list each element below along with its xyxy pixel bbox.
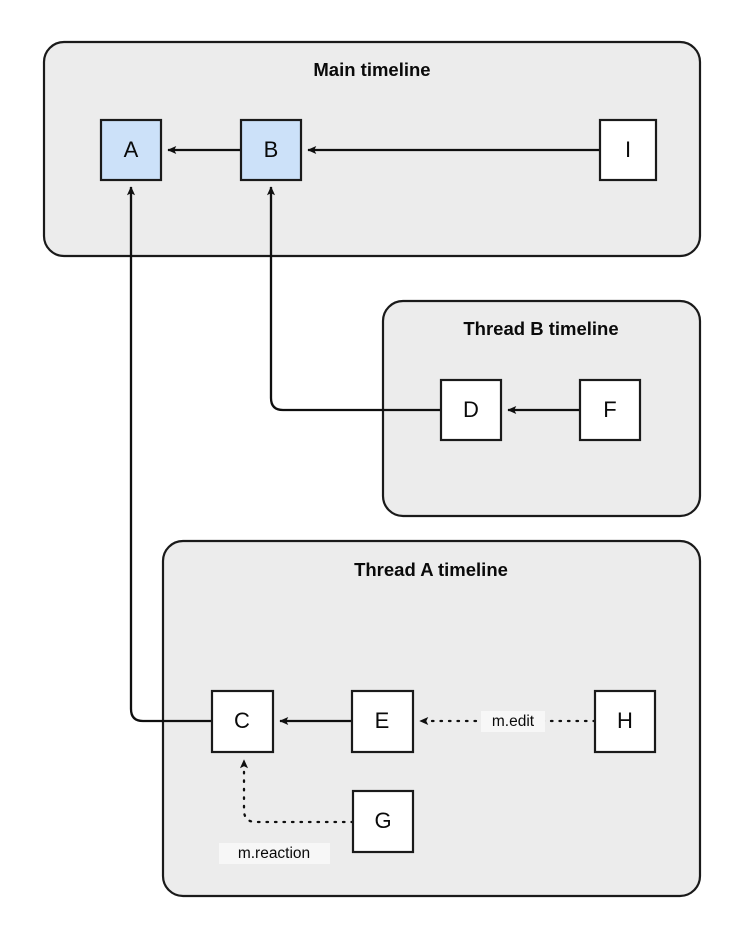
node-f-label: F xyxy=(603,397,616,422)
node-a-label: A xyxy=(124,137,139,162)
node-i-box[interactable] xyxy=(598,118,658,182)
edge-label-m-edit: m.edit xyxy=(481,711,545,732)
node-b[interactable]: B xyxy=(239,118,303,182)
node-d-box[interactable] xyxy=(439,378,503,442)
node-d[interactable]: D xyxy=(439,378,503,442)
node-e-box[interactable] xyxy=(350,689,415,754)
node-h-label: H xyxy=(617,708,633,733)
node-b-box[interactable] xyxy=(239,118,303,182)
node-b-label: B xyxy=(264,137,279,162)
node-h-box[interactable] xyxy=(593,689,657,754)
edge-label-m-reaction: m.reaction xyxy=(219,843,330,864)
node-g-label: G xyxy=(374,808,391,833)
node-e-label: E xyxy=(375,708,390,733)
group-thread-a-timeline-title: Thread A timeline xyxy=(354,559,508,580)
node-a-box[interactable] xyxy=(99,118,163,182)
node-h[interactable]: H xyxy=(593,689,657,754)
edge-label-m-edit-bg xyxy=(481,711,545,732)
node-g-box[interactable] xyxy=(351,789,415,854)
node-c-box[interactable] xyxy=(210,689,275,754)
group-main-timeline-title: Main timeline xyxy=(313,59,430,80)
node-e[interactable]: E xyxy=(350,689,415,754)
group-thread-b-timeline-title: Thread B timeline xyxy=(463,318,618,339)
edge-c-to-a xyxy=(126,186,212,723)
group-thread-b-timeline: Thread B timeline xyxy=(381,299,702,518)
edge-d-to-b xyxy=(266,186,441,412)
group-thread-a-timeline: Thread A timeline xyxy=(161,539,702,898)
node-c[interactable]: C xyxy=(210,689,275,754)
node-f[interactable]: F xyxy=(578,378,642,442)
node-c-label: C xyxy=(234,708,250,733)
node-f-box[interactable] xyxy=(578,378,642,442)
node-g[interactable]: G xyxy=(351,789,415,854)
group-thread-a-timeline-box xyxy=(161,539,702,898)
edge-label-m-reaction-text: m.reaction xyxy=(238,845,310,862)
group-thread-b-timeline-box xyxy=(381,299,702,518)
edge-label-m-edit-text: m.edit xyxy=(492,713,535,730)
node-d-label: D xyxy=(463,397,479,422)
edge-label-m-reaction-bg xyxy=(219,843,330,864)
node-a[interactable]: A xyxy=(99,118,163,182)
node-i[interactable]: I xyxy=(598,118,658,182)
node-i-label: I xyxy=(625,137,631,162)
